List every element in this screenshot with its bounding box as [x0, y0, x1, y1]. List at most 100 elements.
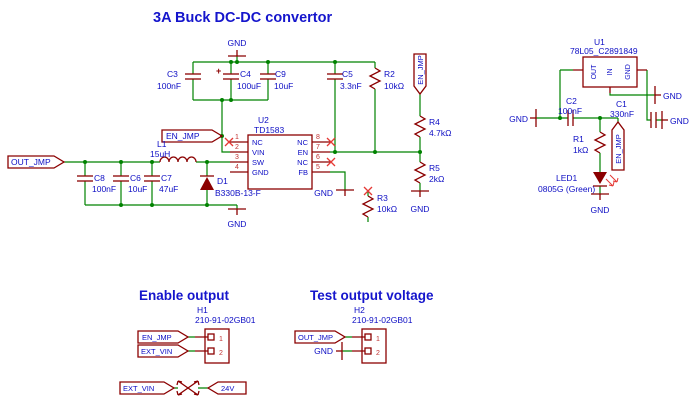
- c5-ref: C5: [342, 69, 353, 79]
- resistor-r1[interactable]: R1 1kΩ: [573, 131, 606, 155]
- u2-pin4-name: GND: [252, 168, 269, 177]
- gnd-flag-u1-gnd-pin[interactable]: GND: [654, 85, 682, 105]
- gnd-symbol-fb[interactable]: GND: [314, 188, 355, 198]
- r5-ref: R5: [429, 163, 440, 173]
- inductor-l1[interactable]: L1 15uH: [150, 139, 197, 163]
- u2-pin8-name: NC: [297, 138, 308, 147]
- h2-ref: H2: [354, 305, 365, 315]
- heading-enable-output: Enable output: [139, 288, 229, 303]
- led1-value: 0805G (Green): [538, 184, 595, 194]
- net-flag-ext-vin-enable-section[interactable]: EXT_VIN: [137, 344, 190, 358]
- gnd-symbol-bottom-center[interactable]: GND: [227, 208, 247, 229]
- gnd-label: GND: [509, 114, 528, 124]
- gnd-symbol-top[interactable]: GND: [227, 38, 247, 57]
- net-flag-en-jmp-vertical-main[interactable]: EN_JMP: [413, 53, 427, 96]
- c2-ref: C2: [566, 96, 577, 106]
- r4-ref: R4: [429, 117, 440, 127]
- h2-pin2-number: 2: [376, 350, 380, 357]
- ic-u2[interactable]: U2 TD1583 1 2 3 4 8 7 6 5 NC VIN SW GND …: [230, 115, 330, 190]
- c1-value: 330nF: [610, 109, 634, 119]
- c7-ref: C7: [161, 173, 172, 183]
- capacitor-c1[interactable]: C1 330nF: [610, 99, 657, 129]
- gnd-flag-right-of-c1[interactable]: GND: [661, 110, 689, 130]
- gnd-symbol-under-led[interactable]: GND: [590, 193, 610, 215]
- gnd-flag-h2[interactable]: GND: [314, 341, 343, 361]
- out-jmp-label: OUT_JMP: [298, 333, 333, 342]
- u2-pin4-number: 4: [235, 164, 239, 171]
- u1-pin-gnd-name: GND: [625, 64, 632, 80]
- gnd-label: GND: [314, 188, 333, 198]
- en-jmp-label: EN_JMP: [416, 55, 425, 85]
- gnd-symbol-under-r5[interactable]: GND: [410, 190, 430, 214]
- capacitor-c2[interactable]: C2 100nF: [558, 96, 582, 127]
- c2-value: 100nF: [558, 106, 582, 116]
- capacitor-c5[interactable]: C5 3.3nF: [326, 69, 362, 91]
- net-flag-en-jmp-vertical-right[interactable]: EN_JMP: [611, 120, 625, 171]
- net-tie-cross[interactable]: [176, 380, 200, 396]
- u2-value: TD1583: [254, 125, 285, 135]
- u2-pin7-name: EN: [298, 148, 308, 157]
- resistor-r2[interactable]: R2 10kΩ: [369, 67, 404, 91]
- d1-value: B330B-13-F: [215, 188, 261, 198]
- capacitor-c6[interactable]: C6 10uF: [112, 173, 147, 194]
- net-flag-ext-vin-bottom[interactable]: EXT_VIN: [119, 381, 176, 395]
- net-flag-24v[interactable]: 24V: [206, 381, 247, 395]
- h1-value: 210-91-02GB01: [195, 315, 256, 325]
- r1-ref: R1: [573, 134, 584, 144]
- resistor-r5[interactable]: R5 2kΩ: [414, 161, 444, 184]
- ext-vin-label: EXT_VIN: [123, 384, 154, 393]
- u2-pin3-number: 3: [235, 154, 239, 161]
- gnd-label: GND: [670, 116, 689, 126]
- h1-pin2-number: 2: [219, 350, 223, 357]
- capacitor-c8[interactable]: C8 100nF: [76, 173, 116, 194]
- r3-ref: R3: [377, 193, 388, 203]
- capacitor-c4[interactable]: + C4 100uF: [216, 66, 261, 91]
- c1-ref: C1: [616, 99, 627, 109]
- u2-pin5-name: FB: [298, 168, 308, 177]
- u1-pin-in-name: IN: [607, 69, 614, 76]
- gnd-label: GND: [663, 91, 682, 101]
- c6-value: 10uF: [128, 184, 147, 194]
- u2-pin1-number: 1: [235, 134, 239, 141]
- u2-pin6-name: NC: [297, 158, 308, 167]
- c3-value: 100nF: [157, 81, 181, 91]
- u2-pin7-number: 7: [316, 144, 320, 151]
- u2-pin8-number: 8: [316, 134, 320, 141]
- junction-dots: [83, 60, 602, 207]
- connector-h2[interactable]: H2 210-91-02GB01 1 2: [352, 305, 413, 364]
- capacitor-c7[interactable]: C7 47uF: [143, 173, 178, 194]
- d1-ref: D1: [217, 176, 228, 186]
- u2-pin5-number: 5: [316, 164, 320, 171]
- r2-value: 10kΩ: [384, 81, 404, 91]
- diode-d1[interactable]: D1 B330B-13-F: [200, 175, 261, 198]
- c6-ref: C6: [130, 173, 141, 183]
- ic-u1[interactable]: U1 78L05_C2891849 OUT IN GND: [570, 37, 647, 93]
- gnd-flag-left-of-c2[interactable]: GND: [509, 108, 537, 128]
- gnd-label: GND: [411, 204, 430, 214]
- c3-ref: C3: [167, 69, 178, 79]
- wires[interactable]: [64, 56, 662, 389]
- net-flag-en-jmp-horizontal[interactable]: EN_JMP: [161, 129, 224, 143]
- u1-value: 78L05_C2891849: [570, 46, 638, 56]
- r4-value: 4.7kΩ: [429, 128, 451, 138]
- connector-h1[interactable]: H1 210-91-02GB01 1 2: [195, 305, 256, 364]
- en-jmp-label: EN_JMP: [142, 333, 172, 342]
- u2-pin2-name: VIN: [252, 148, 265, 157]
- u1-pin-out-name: OUT: [591, 64, 598, 80]
- net-flag-out-jmp-test-section[interactable]: OUT_JMP: [294, 330, 347, 344]
- capacitor-c3[interactable]: C3 100nF: [157, 69, 202, 91]
- h1-ref: H1: [197, 305, 208, 315]
- resistor-r4[interactable]: R4 4.7kΩ: [414, 115, 451, 138]
- capacitor-c9[interactable]: C9 10uF: [259, 69, 293, 91]
- net-flag-out-jmp-main[interactable]: OUT_JMP: [7, 155, 66, 169]
- u2-pin6-number: 6: [316, 154, 320, 161]
- net-flag-en-jmp-enable-section[interactable]: EN_JMP: [137, 330, 190, 344]
- u2-ref: U2: [258, 115, 269, 125]
- c4-ref: C4: [240, 69, 251, 79]
- led-led1[interactable]: LED1 0805G (Green): [538, 172, 619, 194]
- c8-ref: C8: [94, 173, 105, 183]
- resistor-r3[interactable]: R3 10kΩ: [362, 193, 397, 218]
- h2-value: 210-91-02GB01: [352, 315, 413, 325]
- r5-value: 2kΩ: [429, 174, 444, 184]
